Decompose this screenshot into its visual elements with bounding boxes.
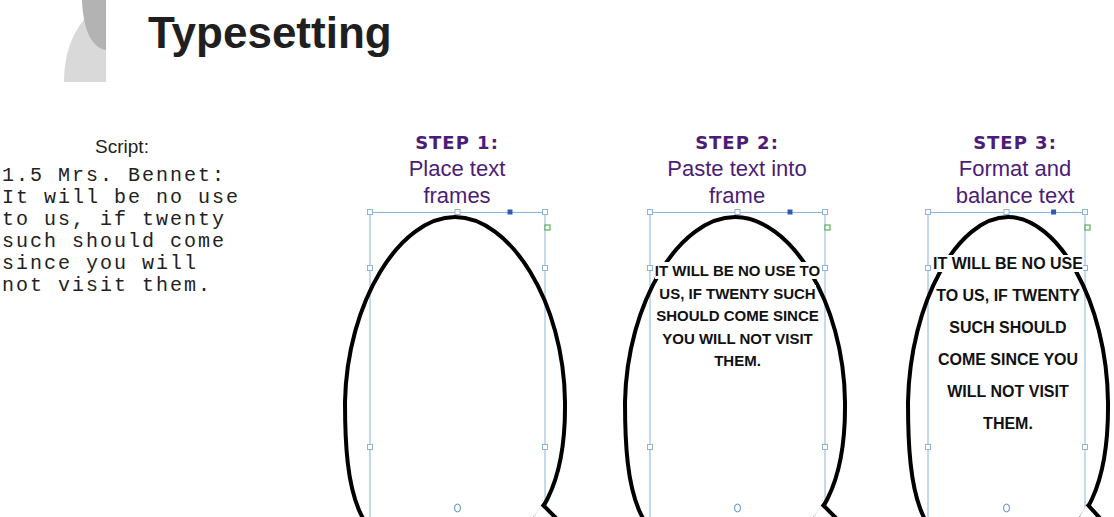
frame-handle	[543, 210, 548, 215]
bubble-outline	[345, 217, 565, 517]
frame-handle	[455, 210, 460, 215]
frame-handle	[1083, 445, 1088, 450]
speech-bubble: IT WILL BE NO USE TO US, IF TWENTY SUCH …	[905, 212, 1111, 517]
frame-anchor	[788, 210, 793, 215]
frame-link-icon	[735, 504, 741, 512]
frame-link-icon	[1004, 504, 1010, 512]
frame-handle	[926, 210, 931, 215]
bubble-tail	[804, 504, 848, 517]
step-title: Paste text into frame	[667, 155, 807, 209]
frame-handle	[926, 445, 931, 450]
frame-anchor	[1051, 210, 1056, 215]
bubble-text: IT WILL BE NO USE TO US, IF TWENTY SUCH …	[933, 248, 1083, 440]
frame-handle	[823, 445, 828, 450]
step-title: Place text frames	[387, 155, 527, 209]
bubble-text: IT WILL BE NO USE TO US, IF TWENTY SUCH …	[650, 260, 825, 373]
empty-speech-bubble	[345, 210, 568, 517]
bubble-dialogue: IT WILL BE NO USE TO US, IF TWENTY SUCH …	[655, 262, 820, 369]
text-frame	[928, 213, 1085, 517]
corner-decoration	[64, 0, 106, 82]
frame-handle	[1083, 210, 1088, 215]
frame-handle	[368, 266, 373, 271]
frame-port	[825, 225, 830, 230]
frame-handle	[823, 266, 828, 271]
bubble-outline	[625, 217, 845, 517]
frame-handle	[926, 266, 931, 271]
frame-handle	[1083, 266, 1088, 271]
frame-handle	[543, 445, 548, 450]
bubble-tail	[1071, 504, 1111, 517]
frame-handle	[648, 266, 653, 271]
frame-anchor	[508, 210, 513, 215]
frame-handle	[735, 210, 740, 215]
frame-port	[1085, 225, 1090, 230]
step-number: STEP 1:	[387, 132, 527, 154]
frame-port	[545, 225, 550, 230]
frame-handle	[823, 210, 828, 215]
bubble-dialogue: IT WILL BE NO USE TO US, IF TWENTY SUCH …	[933, 255, 1083, 432]
frame-handle	[368, 445, 373, 450]
frame-handle	[368, 210, 373, 215]
frame-handle	[648, 210, 653, 215]
step-number: STEP 3:	[945, 132, 1085, 154]
bubble-tail	[524, 504, 568, 517]
step-title: Format and balance text	[945, 155, 1085, 209]
script-heading: Script:	[2, 136, 242, 158]
step-number: STEP 2:	[667, 132, 807, 154]
script-line: 1.5 Mrs. Bennet: It will be no use to us…	[2, 165, 250, 297]
frame-handle	[648, 445, 653, 450]
slide-title: Typesetting	[148, 8, 392, 58]
corner-decoration	[82, 0, 106, 50]
bubble-outline	[908, 217, 1108, 517]
speech-bubble: IT WILL BE NO USE TO US, IF TWENTY SUCH …	[622, 212, 848, 517]
frame-handle	[1004, 210, 1009, 215]
frame-handle	[543, 266, 548, 271]
frame-link-icon	[455, 504, 461, 512]
